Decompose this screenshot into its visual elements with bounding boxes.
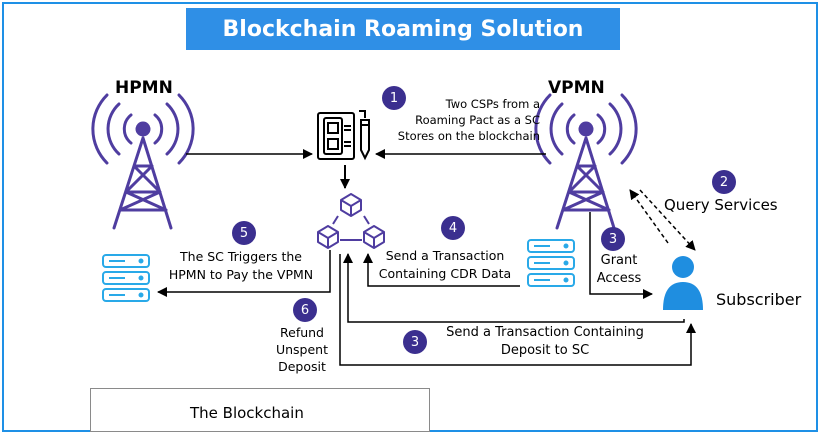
- subscriber-label: Subscriber: [716, 290, 802, 309]
- vpmn-tower-icon: [534, 93, 638, 230]
- step-6-badge: 6: [293, 298, 317, 322]
- hpmn-tower-icon: [91, 93, 195, 230]
- step-3-grant-text: Grant Access: [596, 253, 642, 286]
- step-5-text: The SC Triggers the HPMN to Pay the VPMN: [168, 249, 314, 282]
- step-1-badge: 1: [382, 86, 406, 110]
- arrow-grant-access: [589, 212, 653, 299]
- arrow-refund-to-subscriber: [339, 254, 696, 366]
- hpmn-label: HPMN: [115, 78, 173, 98]
- arrow-query-services-up: [629, 189, 669, 244]
- legend-box: [90, 388, 430, 432]
- arrow-deposit-to-blockchain: [343, 253, 685, 323]
- step-2-text: Query Services: [664, 196, 778, 214]
- diagram-title: Blockchain Roaming Solution: [186, 8, 620, 50]
- left-server-icon: [102, 254, 150, 302]
- arrow-blockchain-to-server: [157, 250, 331, 297]
- connectors: [157, 149, 696, 366]
- step-4-badge: 4: [441, 216, 465, 240]
- step-5-badge: 5: [232, 221, 256, 245]
- user-icon: [663, 256, 703, 310]
- step-3-deposit-text: Send a Transaction Containing Deposit to…: [446, 325, 644, 358]
- blockchain-icon: [317, 193, 385, 249]
- step-1-text: Two CSPs from a Roaming Pact as a SC Sto…: [397, 97, 540, 143]
- step-4-text: Send a Transaction Containing CDR Data: [378, 248, 512, 281]
- right-server-icon: [527, 239, 575, 287]
- step-6-text: Refund Unspent Deposit: [275, 325, 329, 374]
- step-3-deposit-badge: 3: [403, 330, 427, 354]
- arrow-cdr-to-blockchain: [363, 253, 520, 287]
- legend-label: The Blockchain: [190, 404, 304, 422]
- step-2-badge: 2: [712, 170, 736, 194]
- step-3-grant-badge: 3: [601, 227, 625, 251]
- diagram-frame: [2, 2, 818, 432]
- vpmn-label: VPMN: [548, 78, 605, 98]
- smart-contract-icon: [317, 110, 370, 161]
